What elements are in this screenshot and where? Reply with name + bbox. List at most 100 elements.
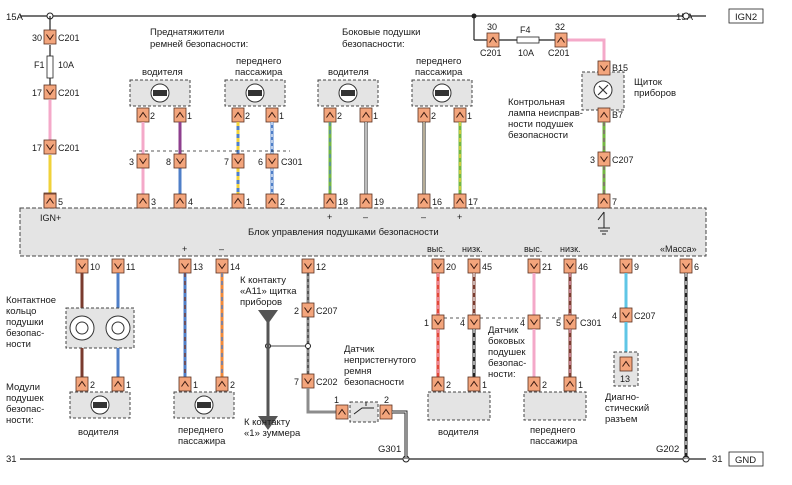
- module-pin-3: 3: [151, 197, 156, 207]
- clock-spring: Контактное кольцо подушки безопас- ности: [6, 273, 135, 377]
- side-airbags-title-1: Боковые подушки: [342, 27, 420, 38]
- pin-14-polarity: –: [219, 244, 224, 254]
- module-pin-19-polarity: –: [363, 212, 368, 222]
- belt-sensor-label-3: ремня: [344, 366, 372, 377]
- f1-name: F1: [34, 60, 45, 70]
- pin-20-label: выс.: [427, 244, 445, 254]
- module-pin-5: 5: [58, 197, 63, 207]
- diag-c207-pin: 4: [612, 311, 617, 321]
- module-pin-14: 14: [230, 262, 240, 272]
- side-airbag-pass-label-1: переднего: [416, 56, 461, 67]
- module-pin-16: 16: [432, 197, 442, 207]
- diag-label-1: Диагно-: [605, 392, 639, 403]
- front-airbag-pass-label-1: переднего: [178, 425, 223, 436]
- f1-top-conn: C201: [58, 33, 80, 43]
- lamp-label-4: безопасности: [508, 130, 568, 141]
- module-title: Блок управления подушками безопасности: [248, 227, 439, 238]
- c301-top-label: C301: [281, 157, 303, 167]
- side-drv-pin-1: 1: [373, 111, 378, 121]
- side-pas-pin-1: 1: [467, 111, 472, 121]
- belt-sensor-label-2: непристегнутого: [344, 355, 416, 366]
- ss-drv-pin-1: 1: [482, 380, 487, 390]
- pret-drv-pin-1: 1: [187, 111, 192, 121]
- pin-21-label: выс.: [524, 244, 542, 254]
- front-airbag-pass-label-2: пассажира: [178, 436, 226, 447]
- belt-sensor-pin-1: 1: [334, 395, 339, 405]
- f1-mid-pin: 17: [32, 88, 42, 98]
- fab-drv-pin-1: 1: [126, 380, 131, 390]
- f4-pin-b: 32: [555, 22, 565, 32]
- pin-46-label: низк.: [560, 244, 581, 254]
- side-sensor-label-5: ности:: [488, 369, 516, 380]
- clock-spring-label-3: подушки: [6, 317, 44, 328]
- module-pin-17-polarity: +: [457, 212, 462, 222]
- c301-top-pin-3: 3: [129, 157, 134, 167]
- f4-rating: 10A: [518, 48, 534, 58]
- clock-spring-label-2: кольцо: [6, 306, 36, 317]
- module-pin-10: 10: [90, 262, 100, 272]
- diag-pin-13: 13: [620, 374, 630, 384]
- side-airbags-title-2: безопасности:: [342, 39, 405, 50]
- module-pin-6: 6: [694, 262, 699, 272]
- front-airbag-driver-label: водителя: [78, 427, 119, 438]
- module-pin-45: 45: [482, 262, 492, 272]
- f1-low-pin: 17: [32, 143, 42, 153]
- clock-spring-label-1: Контактное: [6, 295, 56, 306]
- ss-pas-pin-2: 2: [542, 380, 547, 390]
- rail-bottom-right-label: 31: [712, 454, 723, 465]
- front-airbags-label-1: Модули: [6, 382, 40, 393]
- instrument-cluster: B15 B7 Щиток приборов Контрольная лампа …: [508, 60, 676, 194]
- front-airbag-modules: 2 1 Модули подушек безопас- ности: водит…: [6, 273, 235, 447]
- side-impact-sensors: 1 4 4 5 C301 2 1 2 1 Датчик боковых поду…: [424, 273, 602, 447]
- module-pin-46: 46: [578, 262, 588, 272]
- pretensioners-title-2: ремней безопасности:: [150, 39, 248, 50]
- f4-name: F4: [520, 25, 531, 35]
- belt-sensor-label-1: Датчик: [344, 344, 375, 355]
- top-wires: 3 8 7 6 C301: [129, 122, 462, 194]
- fab-pas-pin-2: 2: [230, 380, 235, 390]
- pretensioner-driver-label: водителя: [142, 67, 183, 78]
- rail-bottom-left-label: 31: [6, 454, 17, 465]
- pretensioners-group: Преднатяжители ремней безопасности: води…: [129, 27, 286, 123]
- module-pin-13: 13: [193, 262, 203, 272]
- ign2-tag: IGN2: [735, 12, 757, 23]
- g301-label: G301: [378, 444, 401, 455]
- c301-bot-pin-4b: 4: [520, 318, 525, 328]
- to-a11-label-1: К контакту: [240, 275, 286, 286]
- f1-top-pin: 30: [32, 33, 42, 43]
- c301-bot-pin-1: 1: [424, 318, 429, 328]
- cluster-name-1: Щиток: [634, 77, 663, 88]
- fab-drv-pin-2: 2: [90, 380, 95, 390]
- module-pin-4: 4: [188, 197, 193, 207]
- f4-conn-a: C201: [480, 48, 502, 58]
- side-sensor-label-2: боковых: [488, 336, 525, 347]
- ss-pas-pin-1: 1: [578, 380, 583, 390]
- bottom-ground-rail: 31 31 GND: [6, 451, 764, 467]
- to-buzzer-label-1: К контакту: [244, 417, 290, 428]
- f1-rating: 10A: [58, 60, 74, 70]
- pret-drv-pin-2: 2: [150, 111, 155, 121]
- module-top-pins: 5 3 4 1 2 18 19 16 17 7 IGN+ + – – +: [40, 193, 617, 223]
- pin-13-polarity: +: [182, 244, 187, 254]
- to-a11-label-3: приборов: [240, 297, 282, 308]
- clock-spring-label-4: безопас-: [6, 328, 44, 339]
- pretensioner-pass-label-2: пассажира: [235, 67, 283, 78]
- module-pin-9: 9: [634, 262, 639, 272]
- cluster-c207-pin: 3: [590, 155, 595, 165]
- c301-top-pin-7: 7: [224, 157, 229, 167]
- lamp-label-3: ности подушек: [508, 119, 574, 130]
- fuse-f1-circuit: 30 C201 F1 10A 17 C201 17 C201: [32, 16, 80, 208]
- c207-mid-conn: C207: [316, 306, 338, 316]
- module-pin-21: 21: [542, 262, 552, 272]
- front-airbags-label-2: подушек: [6, 393, 44, 404]
- pret-pas-pin-2: 2: [245, 111, 250, 121]
- belt-sensor-label-4: безопасности: [344, 377, 404, 388]
- gnd-tag: GND: [735, 455, 756, 466]
- module-pin-12: 12: [316, 262, 326, 272]
- module-pin-20: 20: [446, 262, 456, 272]
- c301-bot-pin-4: 4: [460, 318, 465, 328]
- side-sensor-label-3: подушек: [488, 347, 526, 358]
- cluster-c207: C207: [612, 155, 634, 165]
- front-airbags-label-3: безопас-: [6, 404, 44, 415]
- side-sensor-driver-label: водителя: [438, 427, 479, 438]
